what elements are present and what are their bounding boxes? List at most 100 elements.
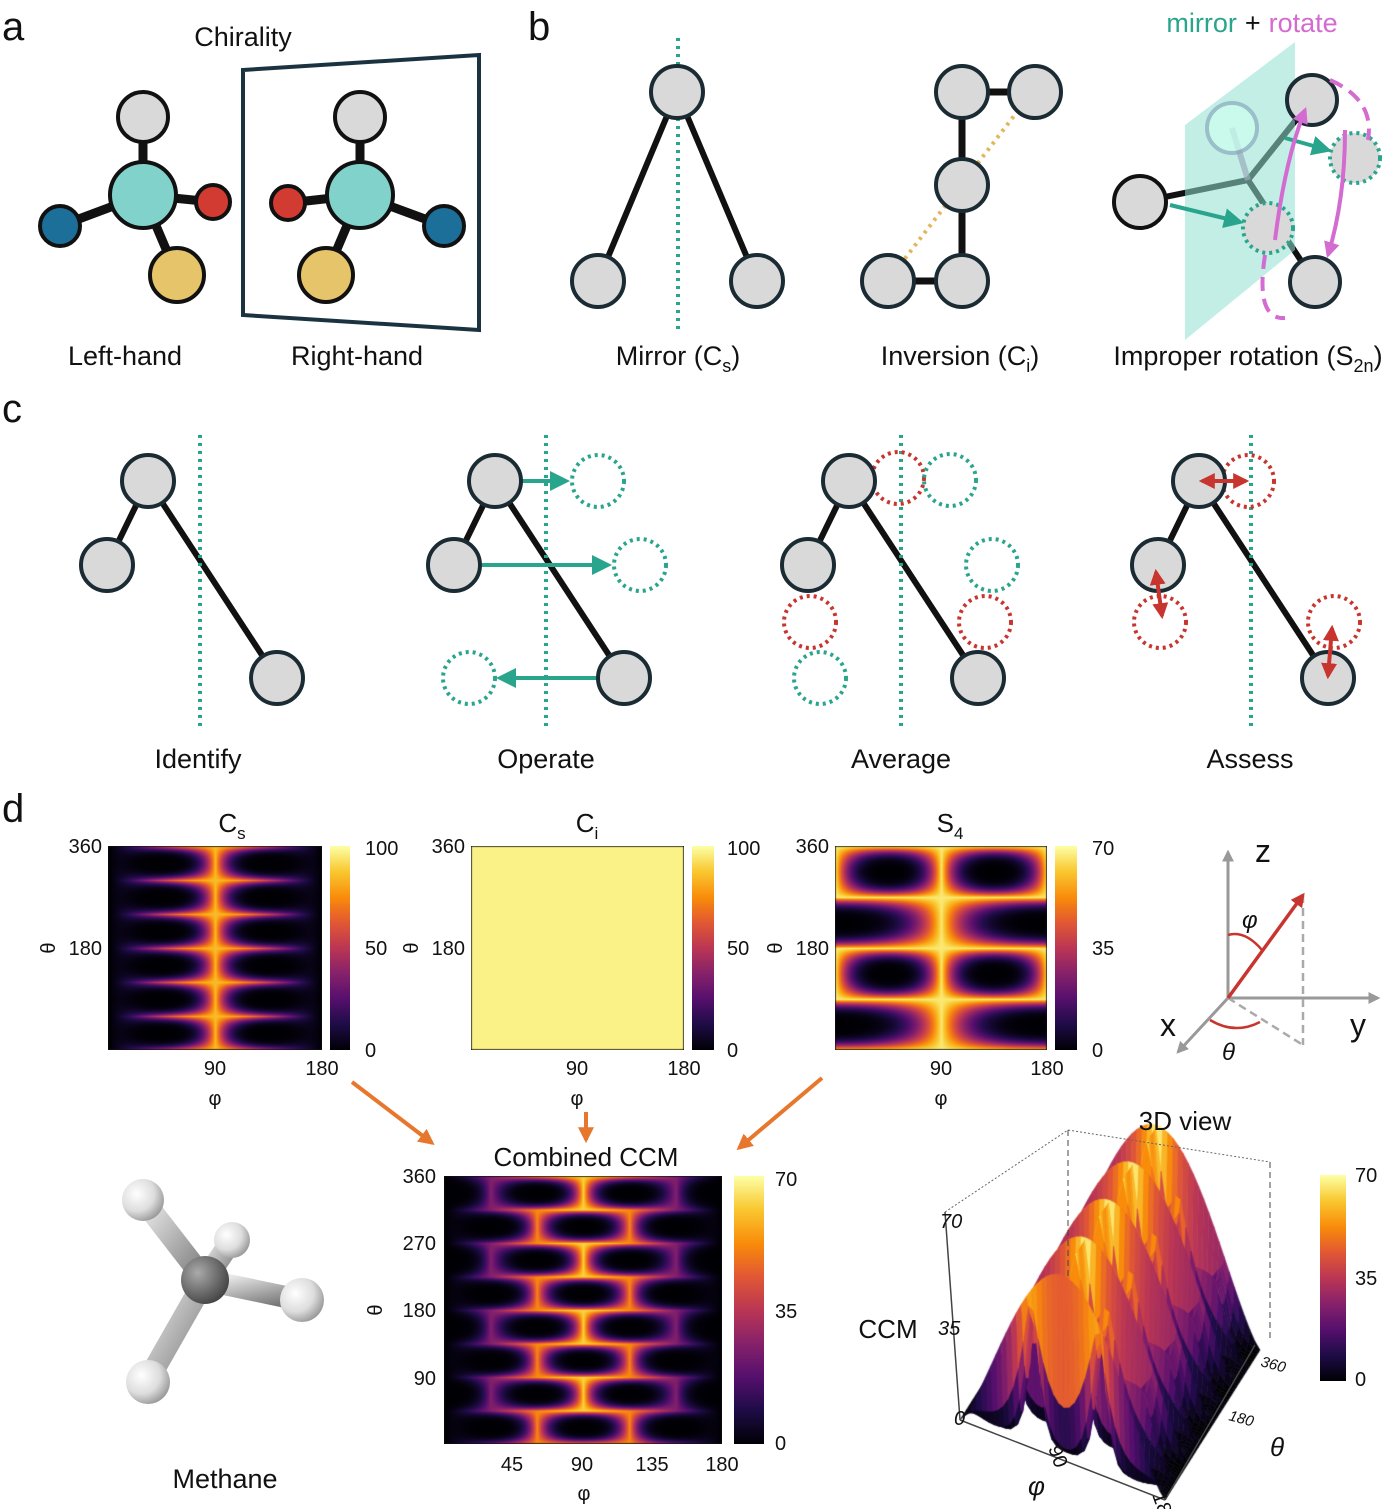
- inversion-label: Inversion (Ci): [881, 341, 1040, 376]
- colorbar-tick: 50: [365, 938, 387, 960]
- panel-a: a Chirality Left-hand Right-hand: [2, 5, 481, 371]
- ghost-atom: [964, 537, 1020, 593]
- colorbar-tick: 70: [775, 1169, 797, 1191]
- colorbar-s4: [1055, 846, 1077, 1050]
- heatmap-cs: [108, 846, 322, 1050]
- z-tick: 70: [940, 1211, 962, 1233]
- mirror-label: Mirror (Cs): [616, 341, 740, 376]
- colorbar-tick: 35: [1355, 1268, 1377, 1290]
- z-axis-label: z: [1255, 833, 1271, 869]
- atom: [780, 537, 836, 593]
- x-tick: 45: [501, 1454, 523, 1476]
- ghost-atom: [570, 453, 626, 509]
- y-axis-label: y: [1350, 1007, 1366, 1043]
- colorbar-combined: [734, 1176, 764, 1444]
- atom: [596, 650, 652, 706]
- colorbar-tick: 0: [727, 1040, 738, 1062]
- y-tick: 180: [403, 1300, 436, 1322]
- inversion-diagram: [860, 64, 1063, 309]
- z-tick: 35: [938, 1318, 961, 1340]
- step-operate: Operate: [497, 744, 595, 774]
- x-tick: 180: [305, 1058, 338, 1080]
- ghost-atom: [1306, 594, 1362, 650]
- theta-tick: 360: [1259, 1353, 1288, 1376]
- x-tick: 135: [635, 1454, 668, 1476]
- deviation-arrow: [1321, 624, 1339, 680]
- deviation-arrow: [1149, 568, 1169, 620]
- ghost-atom: [957, 594, 1013, 650]
- theta-axis-label: θ: [1270, 1432, 1284, 1462]
- mirror-diagram: [570, 38, 785, 330]
- phi-tick: 180: [1147, 1489, 1179, 1509]
- heatmap-title: Ci: [576, 808, 599, 843]
- surface-3d-plot: [930, 1108, 1290, 1508]
- y-axis-label: θ: [765, 942, 787, 953]
- panel-letter-b: b: [528, 5, 550, 49]
- heatmap-ci: [471, 846, 684, 1050]
- ghost-atom: [922, 452, 978, 508]
- theta-tick: 180: [1227, 1407, 1256, 1430]
- panel-b: b Mirror (Cs) Inversion (Ci) mirror+rota…: [528, 5, 1383, 376]
- heatmap-cs-axes: Cs 360 180 θ 90 180 φ 100 50 0: [38, 808, 398, 1110]
- panel-letter-a: a: [2, 5, 25, 49]
- panel-letter-c: c: [2, 387, 22, 431]
- heatmap-combined-ccm: [444, 1176, 722, 1444]
- bond: [846, 479, 981, 680]
- panel-letter-d: d: [2, 787, 24, 831]
- colorbar-tick: 0: [1092, 1040, 1103, 1062]
- colorbar-tick: 0: [365, 1040, 376, 1062]
- y-tick: 360: [69, 836, 102, 858]
- ghost-atom: [792, 650, 848, 706]
- combined-title: Combined CCM: [494, 1142, 679, 1172]
- methane-molecule: [122, 1179, 324, 1404]
- x-axis-label: φ: [571, 1088, 584, 1110]
- y-tick: 180: [69, 938, 102, 960]
- atom: [120, 453, 176, 509]
- x-tick: 180: [705, 1454, 738, 1476]
- y-axis-label: θ: [401, 942, 423, 953]
- colorbar-tick: 70: [1092, 838, 1114, 860]
- panel-d: d Cs 360 180 θ 90 180 φ 100 50 0 Ci 360 …: [2, 787, 1381, 1509]
- combined-ccm-axes: Combined CCM 360 270 180 90 θ 45 90 135 …: [365, 1142, 797, 1505]
- heatmap-title: S4: [937, 808, 964, 843]
- phi-axis-label: φ: [1028, 1471, 1045, 1501]
- step-assess: Assess: [1206, 744, 1293, 774]
- atom: [249, 650, 305, 706]
- right-hand-label: Right-hand: [291, 341, 423, 371]
- ghost-atom: [782, 594, 838, 650]
- phi-angle-label: φ: [1242, 907, 1258, 934]
- x-axis-label: φ: [578, 1483, 591, 1505]
- atom: [426, 537, 482, 593]
- methane-label: Methane: [172, 1464, 277, 1494]
- x-tick: 90: [566, 1058, 588, 1080]
- x-tick: 90: [571, 1454, 593, 1476]
- z-axis-label: CCM: [858, 1314, 917, 1344]
- view3d-axes: 3D view CCM 70 35 0 90 180 φ 360 180 θ 7…: [858, 1106, 1377, 1509]
- arrow-to-combined: [350, 1080, 435, 1145]
- y-tick: 360: [796, 836, 829, 858]
- heatmap-s4: [835, 846, 1047, 1050]
- left-hand-label: Left-hand: [68, 341, 182, 371]
- x-axis-label: x: [1160, 1007, 1176, 1043]
- atom: [79, 537, 135, 593]
- atom: [950, 650, 1006, 706]
- mirror-plane: [241, 52, 481, 333]
- heatmap-title: Cs: [218, 808, 245, 843]
- atom: [821, 453, 877, 509]
- panel-c: c Identify Operate Average Assess: [2, 387, 1362, 774]
- ghost-atom: [1220, 453, 1276, 509]
- colorbar-tick: 0: [775, 1433, 786, 1455]
- y-tick: 180: [432, 938, 465, 960]
- z-tick: 0: [954, 1408, 965, 1430]
- improper-rotation-label: Improper rotation (S2n): [1113, 341, 1382, 376]
- ghost-atom: [441, 650, 497, 706]
- colorbar-3d: [1320, 1175, 1346, 1381]
- chirality-title: Chirality: [194, 22, 292, 52]
- mirror-plane-shaded: [1185, 42, 1295, 340]
- colorbar-tick: 50: [727, 938, 749, 960]
- heatmap-ci-axes: Ci 360 180 θ 90 180 φ 100 50 0: [401, 808, 760, 1110]
- coordinate-axes-icon: z y x φ θ: [1160, 833, 1381, 1066]
- y-tick: 360: [432, 836, 465, 858]
